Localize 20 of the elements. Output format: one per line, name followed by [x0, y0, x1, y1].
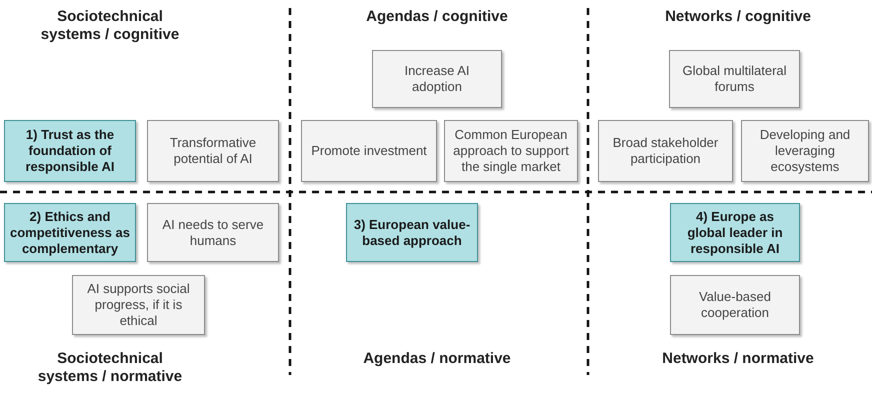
concept-box: AI needs to serve humans [147, 203, 279, 262]
quadrant-heading: Sociotechnical systems / cognitive [40, 8, 180, 44]
concept-box: AI supports social progress, if it is ethical [72, 275, 205, 335]
theme-box: 1) Trust as the foundation of responsible AI [4, 120, 136, 182]
concept-box: Value-based cooperation [670, 275, 800, 335]
quadrant-heading: Agendas / normative [362, 350, 512, 368]
concept-box: Increase AI adoption [372, 50, 502, 108]
theme-box: 4) Europe as global leader in responsible AI [670, 203, 800, 262]
concept-box: Common European approach to support the single market [444, 120, 578, 182]
theme-box: 3) European value-based approach [346, 203, 478, 262]
quadrant-heading: Networks / normative [661, 350, 815, 368]
concept-box: Transformative potential of AI [147, 120, 279, 182]
concept-box: Global multilateral forums [669, 50, 800, 108]
concept-box: Promote investment [301, 120, 437, 182]
concept-box: Developing and leveraging ecosystems [741, 120, 869, 182]
quadrant-heading: Networks / cognitive [664, 8, 812, 26]
theme-box: 2) Ethics and competitiveness as complementary [4, 203, 136, 262]
quadrant-heading: Sociotechnical systems / normative [36, 350, 184, 386]
concept-box: Broad stakeholder participation [598, 120, 733, 182]
quadrant-heading: Agendas / cognitive [365, 8, 509, 26]
